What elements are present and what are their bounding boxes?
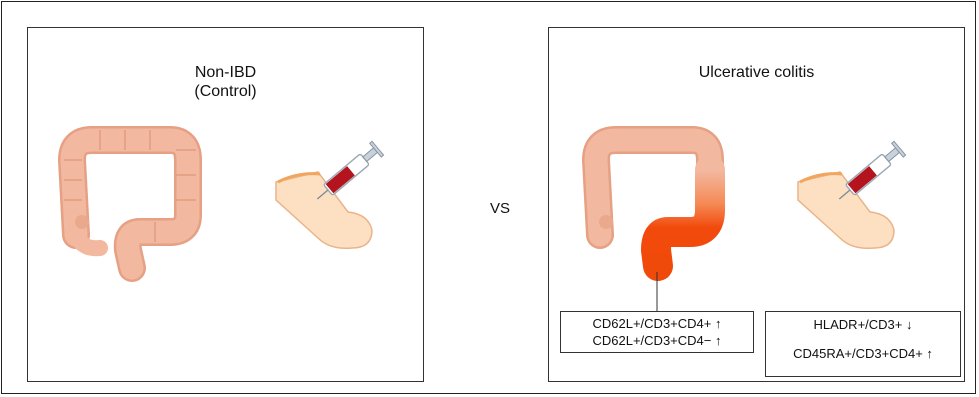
colon-marker-box: CD62L+/CD3+CD4+ ↑ CD62L+/CD3+CD4− ↑ <box>560 311 754 353</box>
colon-marker-line1: CD62L+/CD3+CD4+ ↑ <box>593 316 722 331</box>
blood-draw-illustration-uc <box>790 142 930 252</box>
blood-draw-illustration <box>268 142 408 252</box>
blood-marker-box: HLADR+/CD3+ ↓ CD45RA+/CD3+CD4+ ↑ <box>765 311 961 377</box>
blood-marker-line1: HLADR+/CD3+ ↓ <box>814 317 913 332</box>
blood-marker-line2: CD45RA+/CD3+CD4+ ↑ <box>766 345 960 362</box>
colon-marker-line2: CD62L+/CD3+CD4− ↑ <box>593 333 722 348</box>
